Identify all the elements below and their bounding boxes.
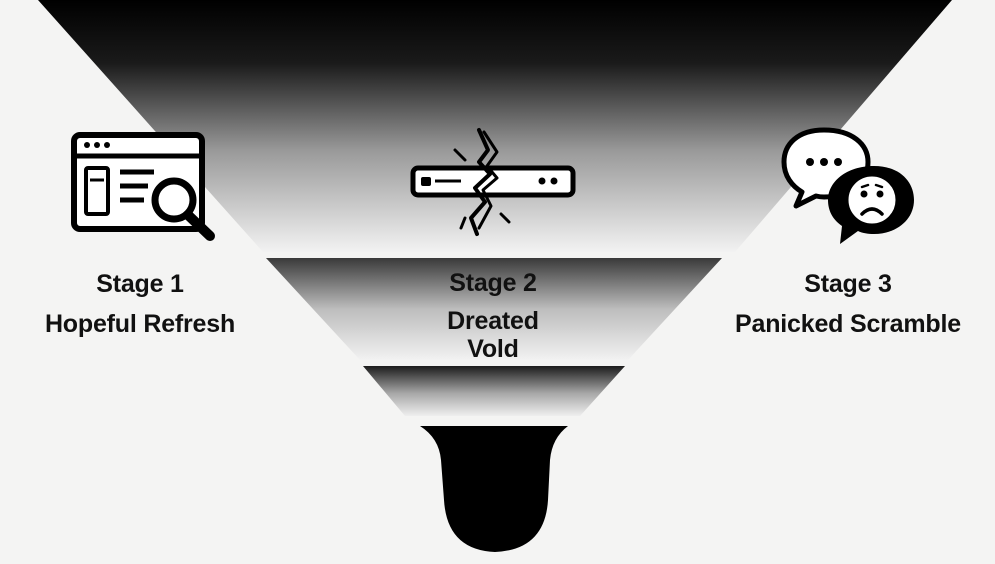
funnel-section-2 [266, 258, 722, 360]
stage-1-number: Stage 1 [96, 270, 184, 298]
stage-3-label: Stage 3 Panicked Scramble [718, 264, 978, 344]
stage-2-number: Stage 2 [449, 269, 537, 297]
cracked-progress-bar-icon [405, 122, 585, 247]
funnel-spout [420, 426, 568, 552]
stage-1-label: Stage 1 Hopeful Refresh [20, 264, 260, 344]
stage-1-title: Hopeful Refresh [44, 310, 236, 338]
browser-search-icon [70, 130, 220, 250]
stage-2-title-line2: Vold [467, 335, 519, 363]
stage-2-title-line1: Dreated [447, 307, 539, 335]
stage-3-title: Panicked Scramble [735, 310, 961, 338]
funnel-section-3 [363, 366, 625, 416]
chat-bubbles-sad-face-icon [778, 124, 928, 251]
funnel-section-1 [38, 0, 952, 252]
stage-3-number: Stage 3 [804, 270, 892, 298]
stage-2-label: Stage 2 Dreated Vold [373, 264, 613, 368]
